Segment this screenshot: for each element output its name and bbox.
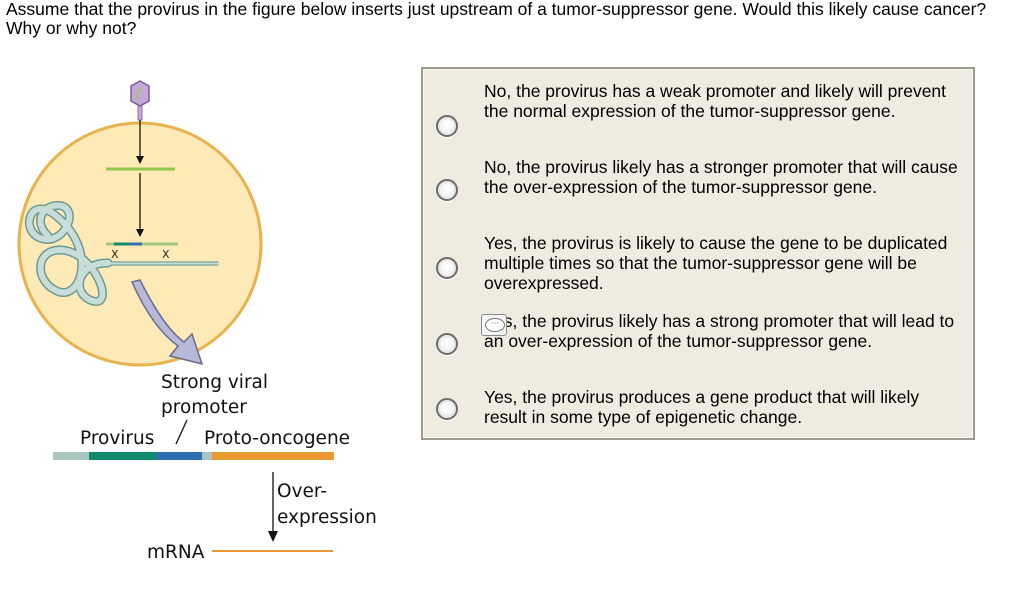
radio-button-3[interactable] [436,257,458,279]
label-proto-oncogene: Proto-oncogene [204,428,350,449]
virus-icon [130,80,150,121]
host-chromosome [24,200,219,306]
label-expression: expression [277,507,377,528]
option-4-text: Yes, the provirus likely has a strong pr… [484,311,955,351]
promoter-pointer [175,419,188,445]
label-promoter-line2: promoter [161,397,247,418]
answer-options-panel: No, the provirus has a weak promoter and… [421,67,975,440]
label-promoter-line1: Strong viral [161,372,268,393]
provirus-figure: X X Strong viral promoter Provirus Proto… [17,80,377,563]
radio-button-1[interactable] [436,115,458,137]
question-text: Assume that the provirus in the figure b… [6,0,987,38]
gene-bar [53,452,334,460]
radio-button-2[interactable] [436,179,458,201]
radio-button-4[interactable] [436,333,458,355]
radio-button-5[interactable] [436,398,458,420]
svg-text:X: X [162,248,170,261]
comment-bubble-glyph: ··· [485,318,505,332]
label-mrna: mRNA [147,542,205,563]
integration-site: X X [106,242,178,261]
option-3-text: Yes, the provirus is likely to cause the… [484,233,948,293]
speech-bubble-icon[interactable]: ··· [481,314,507,336]
svg-text:X: X [111,248,119,261]
label-over: Over- [277,481,327,502]
label-provirus: Provirus [80,428,154,449]
option-2-text: No, the provirus likely has a stronger p… [484,157,958,197]
option-5-text: Yes, the provirus produces a gene produc… [484,387,920,427]
option-1-text: No, the provirus has a weak promoter and… [484,81,947,121]
expand-arrow [130,279,204,366]
